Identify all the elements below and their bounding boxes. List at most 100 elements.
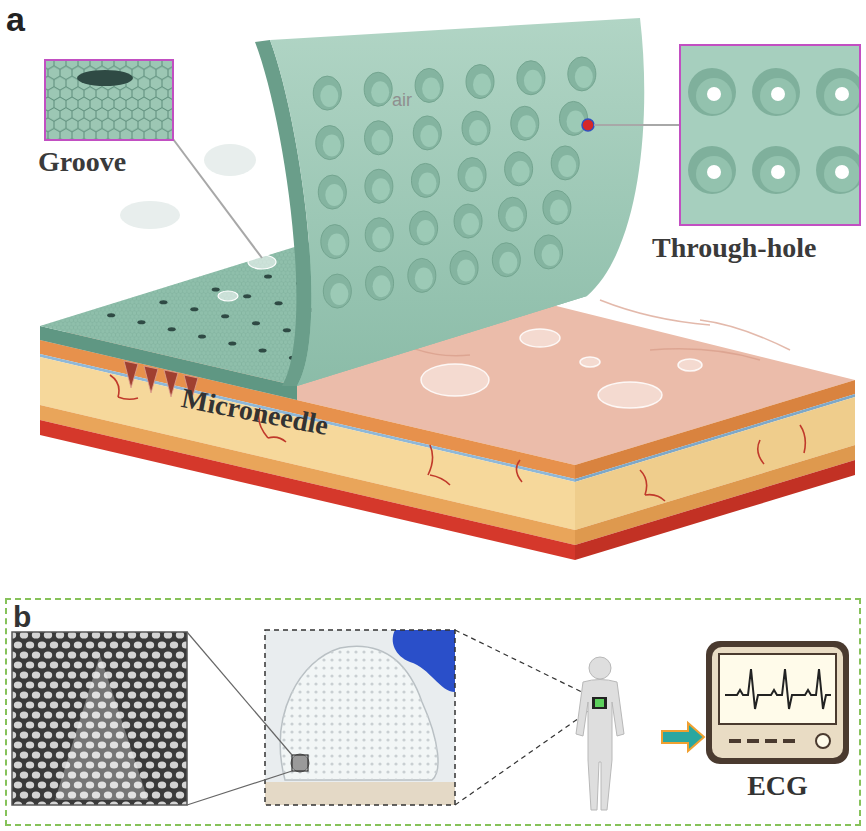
- membrane-hole: [364, 72, 392, 106]
- membrane-hole: [366, 266, 394, 300]
- membrane-hole: [550, 199, 568, 221]
- membrane-hole: [473, 74, 491, 96]
- membrane-hole: [411, 163, 439, 197]
- membrane-hole: [458, 158, 486, 192]
- membrane-hole: [415, 68, 443, 102]
- through-hole-inset: [824, 156, 860, 192]
- through-hole-inset: [688, 146, 736, 194]
- membrane-hole: [450, 251, 478, 285]
- monitor-shape: [712, 647, 843, 758]
- through-hole-inset: [688, 68, 860, 194]
- membrane-hole: [551, 146, 579, 180]
- membrane-hole: [542, 244, 560, 266]
- groove-inset: [45, 60, 173, 140]
- membrane-hole: [330, 283, 348, 305]
- sweat-droplet: [421, 364, 489, 396]
- membrane-hole: [567, 110, 585, 132]
- microneedle: [164, 370, 178, 397]
- panel-letter: a: [6, 0, 25, 39]
- sweat-droplet: [421, 329, 702, 408]
- through-hole-inset: [816, 146, 860, 194]
- sweat-droplet: [598, 382, 662, 408]
- skin-block: [575, 445, 855, 545]
- membrane-hole: [462, 111, 490, 145]
- through-hole-inset: [816, 68, 860, 116]
- membrane-hole: [365, 218, 393, 252]
- through-hole-inset: [696, 78, 732, 114]
- patch-photo: [265, 630, 455, 805]
- panel-frame: bECG: [5, 598, 861, 826]
- membrane-hole: [568, 57, 596, 91]
- membrane-hole: [517, 61, 545, 95]
- membrane-hole: [454, 204, 482, 238]
- membrane-hole: [465, 167, 483, 189]
- membrane-hole: [365, 218, 393, 252]
- sweat-droplet: [218, 291, 238, 301]
- membrane-hole: [264, 275, 272, 279]
- membrane-hole: [517, 61, 545, 95]
- membrane-hole: [373, 275, 391, 297]
- sweat-droplet: [520, 329, 560, 347]
- membrane-hole: [511, 106, 539, 140]
- monitor-caption: ECG: [705, 770, 850, 802]
- patch-photo: [265, 782, 455, 805]
- skin-block: [575, 460, 855, 560]
- through-hole-inset: [752, 68, 800, 116]
- membrane-hole: [511, 106, 539, 140]
- membrane-hole: [498, 197, 526, 231]
- membrane-hole: [243, 294, 251, 298]
- membrane-hole: [408, 258, 436, 292]
- air-cloud: [204, 144, 256, 176]
- through-hole-inset: [707, 87, 721, 101]
- membrane-hole: [518, 115, 536, 137]
- human-figure: [595, 699, 604, 707]
- membrane-hole: [415, 68, 443, 102]
- membrane-curl: [582, 119, 594, 131]
- membrane-hole: [365, 169, 393, 203]
- monitor-shape: [747, 739, 759, 743]
- monitor-shape: [729, 739, 741, 743]
- membrane-hole: [558, 155, 576, 177]
- membrane-hole: [365, 169, 393, 203]
- through-hole-inset: [760, 78, 796, 114]
- human-figure: [576, 657, 624, 810]
- membrane-hole: [461, 213, 479, 235]
- part-label: Microneedle: [179, 382, 331, 442]
- membrane-hole: [413, 116, 441, 150]
- membrane-hole: [365, 121, 393, 155]
- membrane-hole: [313, 57, 596, 308]
- monitor-shape: [705, 640, 850, 765]
- membrane-hole: [505, 152, 533, 186]
- through-hole-inset: [760, 156, 796, 192]
- membrane-hole: [313, 76, 341, 110]
- membrane-hole: [575, 66, 593, 88]
- membrane-hole: [325, 184, 343, 206]
- through-hole-inset: [688, 146, 736, 194]
- monitor-shape: [725, 669, 831, 709]
- membrane-hole: [321, 225, 349, 259]
- monitor-shape: [719, 654, 836, 724]
- membrane-hole: [323, 135, 341, 157]
- inset-title: Groove: [38, 146, 126, 178]
- skin-block: [40, 420, 575, 560]
- membrane-hole: [221, 314, 229, 318]
- monitor-shape: [706, 641, 849, 764]
- zoom-line: [455, 709, 592, 805]
- patch-photo: [265, 630, 455, 805]
- membrane-hole: [275, 301, 283, 305]
- membrane-curl: [270, 18, 644, 386]
- human-figure: [576, 680, 624, 811]
- membrane-hole: [560, 101, 588, 135]
- through-hole-inset: [594, 124, 680, 126]
- through-hole-inset: [696, 156, 732, 192]
- membrane-hole: [320, 85, 338, 107]
- membrane-hole: [198, 334, 206, 338]
- membrane-hole: [492, 243, 520, 277]
- membrane-hole: [505, 206, 523, 228]
- patch-photo: [280, 646, 438, 780]
- membrane-hole: [450, 251, 478, 285]
- membrane-hole: [212, 287, 220, 291]
- groove-inset: [77, 70, 133, 86]
- membrane-hole: [372, 178, 390, 200]
- membrane-hole: [321, 225, 349, 259]
